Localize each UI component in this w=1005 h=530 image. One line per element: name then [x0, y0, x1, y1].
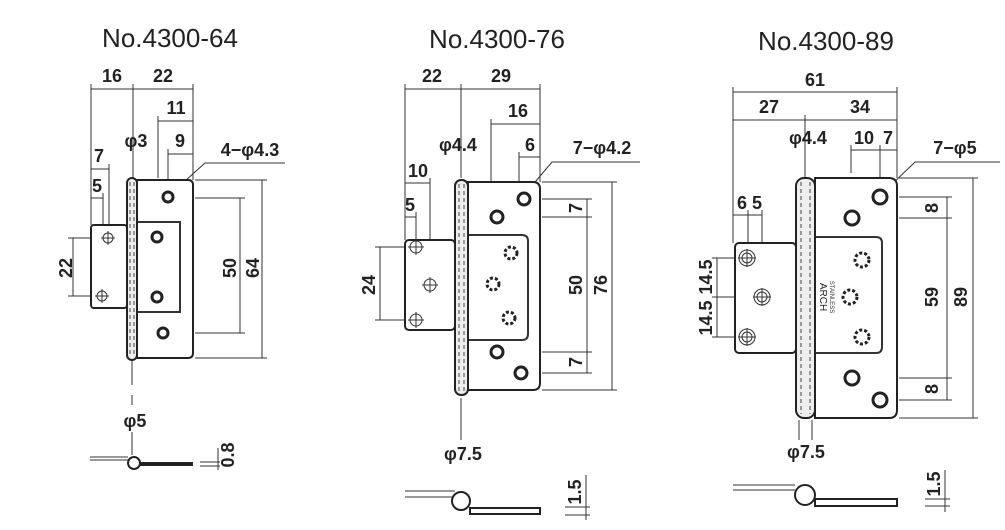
- dim-10: 10: [408, 161, 428, 181]
- dim-total-width: 61: [805, 70, 825, 90]
- dim-holes: 7−φ4.2: [573, 138, 631, 158]
- dim-5: 5: [405, 195, 415, 215]
- dim-16: 16: [508, 101, 528, 121]
- screw-hole: [513, 365, 529, 381]
- screw-hole: [853, 328, 871, 346]
- side-view-leaf: [469, 507, 541, 515]
- screw-hole: [843, 209, 861, 227]
- hinge-4300-89: No.4300-89 ARCH STAINLESS 61 27 34 φ4.4 …: [696, 26, 1000, 512]
- dim-pitch-b: 14.5: [696, 300, 716, 335]
- screw-hole: [489, 344, 505, 360]
- screw-hole: [871, 391, 889, 409]
- right-leaf: [467, 181, 541, 391]
- dim-pin-diameter: φ4.4: [789, 128, 827, 148]
- dim-knuckle-diameter: φ7.5: [444, 444, 482, 464]
- dim-thickness: 1.5: [565, 479, 585, 504]
- screw-hole: [150, 230, 164, 244]
- stamp-material: STAINLESS: [828, 281, 834, 314]
- hinge-4300-64: No.4300-64 16 22 11 9 φ3 7 5 4−φ4.3 22 5…: [56, 23, 285, 470]
- screw-hole: [853, 251, 871, 269]
- stamp-brand: ARCH: [817, 283, 828, 311]
- side-view-leaf: [814, 498, 898, 507]
- screw-hole: [516, 191, 532, 207]
- screw-hole: [841, 288, 859, 306]
- side-view-knuckle: [127, 456, 141, 470]
- dim-holes: 7−φ5: [933, 138, 976, 158]
- dim-pin-diameter: φ4.4: [439, 135, 477, 155]
- dim-7: 7: [94, 146, 104, 166]
- dim-left-width: 16: [102, 66, 122, 86]
- dim-top-offset: 8: [922, 203, 942, 213]
- dim-6: 6: [525, 135, 535, 155]
- dim-left-width: 22: [422, 66, 442, 86]
- dim-height: 89: [951, 287, 971, 307]
- screw-hole: [871, 188, 889, 206]
- dim-5: 5: [92, 176, 102, 196]
- screw-hole: [501, 310, 517, 326]
- dim-bottom-offset: 8: [922, 384, 942, 394]
- dim-7: 7: [883, 128, 893, 148]
- dim-holes: 4−φ4.3: [221, 140, 279, 160]
- dim-right-width: 22: [153, 66, 173, 86]
- dim-hole-pitch: 50: [566, 275, 586, 295]
- dim-hole-pitch: 50: [220, 258, 240, 278]
- dim-knuckle-diameter: φ5: [124, 411, 147, 431]
- dim-height: 76: [591, 275, 611, 295]
- dim-11: 11: [166, 98, 185, 118]
- side-view-knuckle: [451, 491, 471, 511]
- dim-left-width: 27: [759, 97, 779, 117]
- dim-left-pitch: 24: [359, 275, 379, 295]
- screw-hole: [503, 245, 519, 261]
- hinge-4300-76: No.4300-76 22 29 16 φ4.4 6 7−φ4.2 10 5 2…: [359, 24, 640, 520]
- dim-5: 5: [752, 193, 762, 213]
- dim-6: 6: [737, 193, 747, 213]
- dim-10: 10: [854, 128, 874, 148]
- dim-9: 9: [175, 131, 185, 151]
- side-view-knuckle: [794, 484, 816, 506]
- screw-hole: [156, 326, 170, 340]
- dim-right-width: 29: [491, 66, 511, 86]
- model-title: No.4300-76: [429, 24, 565, 54]
- dim-pin-diameter: φ3: [125, 131, 148, 151]
- dim-thickness: 0.8: [218, 442, 238, 467]
- dim-top-offset: 7: [566, 203, 586, 213]
- hinge-pin: [126, 177, 138, 361]
- dim-bottom-offset: 7: [566, 357, 586, 367]
- screw-hole: [150, 290, 164, 304]
- screw-hole: [843, 369, 861, 387]
- dim-left-pitch: 22: [56, 258, 76, 278]
- hinge-pin: [454, 179, 469, 396]
- dim-knuckle-diameter: φ7.5: [787, 442, 825, 462]
- dim-right-width: 34: [850, 97, 870, 117]
- stamp: ARCH STAINLESS: [817, 281, 834, 314]
- screw-hole: [485, 276, 501, 292]
- dim-pitch-a: 14.5: [696, 259, 716, 294]
- side-view-leaf: [140, 462, 193, 466]
- dim-height: 64: [243, 258, 263, 278]
- screw-hole: [161, 190, 175, 204]
- dim-thickness: 1.5: [924, 471, 944, 496]
- model-title: No.4300-64: [102, 23, 238, 53]
- dim-hole-pitch: 59: [922, 287, 942, 307]
- screw-hole: [489, 209, 505, 225]
- model-title: No.4300-89: [758, 26, 894, 56]
- hinge-pin: [795, 177, 816, 419]
